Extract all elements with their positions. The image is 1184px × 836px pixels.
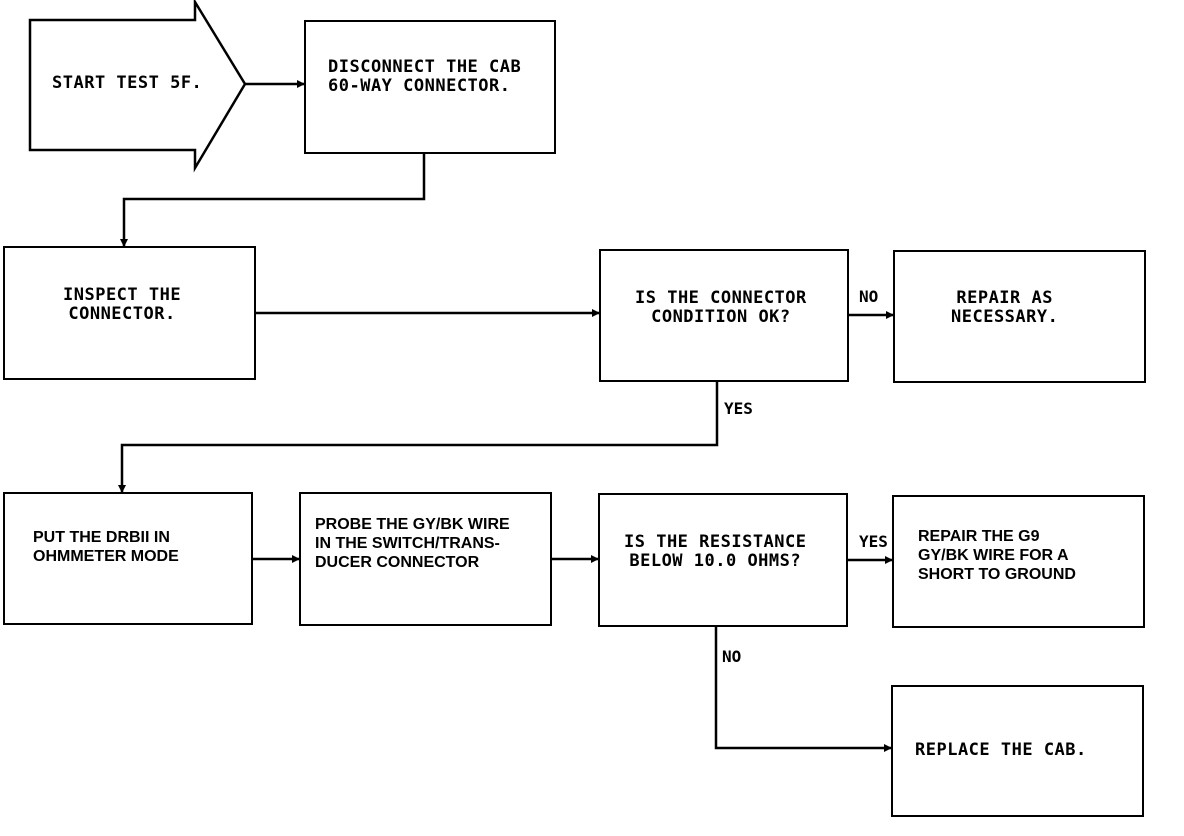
repair-g9-label: REPAIR THE G9 GY/BK WIRE FOR A SHORT TO …	[918, 528, 1076, 583]
replace-cab-box: REPLACE THE CAB.	[891, 685, 1144, 817]
connector-ok-box: IS THE CONNECTOR CONDITION OK?	[599, 249, 849, 382]
probe-box: PROBE THE GY/BK WIRE IN THE SWITCH/TRANS…	[299, 492, 552, 626]
start-label: START TEST 5F.	[52, 73, 203, 93]
edge-connector-drbii	[118, 381, 719, 493]
repair-necessary-label: REPAIR AS NECESSARY.	[951, 288, 1059, 327]
connector-no-label: NO	[859, 287, 879, 306]
repair-necessary-box: REPAIR AS NECESSARY.	[893, 250, 1146, 383]
start-arrow-shape	[28, 0, 247, 173]
connector-ok-label: IS THE CONNECTOR CONDITION OK?	[635, 288, 807, 327]
edge-disconnect-inspect	[120, 153, 426, 247]
repair-g9-box: REPAIR THE G9 GY/BK WIRE FOR A SHORT TO …	[892, 495, 1145, 628]
resistance-box: IS THE RESISTANCE BELOW 10.0 OHMS?	[598, 493, 848, 627]
disconnect-box: DISCONNECT THE CAB 60-WAY CONNECTOR.	[304, 20, 556, 154]
replace-cab-label: REPLACE THE CAB.	[915, 740, 1087, 760]
edge-resistance-replace	[714, 627, 892, 752]
inspect-box: INSPECT THE CONNECTOR.	[3, 246, 256, 380]
inspect-label: INSPECT THE CONNECTOR.	[63, 285, 182, 324]
disconnect-label: DISCONNECT THE CAB 60-WAY CONNECTOR.	[328, 57, 522, 96]
resistance-no-label: NO	[722, 647, 742, 666]
connector-yes-label: YES	[724, 399, 753, 418]
probe-label: PROBE THE GY/BK WIRE IN THE SWITCH/TRANS…	[315, 516, 510, 571]
resistance-yes-label: YES	[859, 532, 888, 551]
resistance-label: IS THE RESISTANCE BELOW 10.0 OHMS?	[624, 532, 807, 571]
drbii-box: PUT THE DRBII IN OHMMETER MODE	[3, 492, 253, 625]
drbii-label: PUT THE DRBII IN OHMMETER MODE	[33, 529, 179, 565]
